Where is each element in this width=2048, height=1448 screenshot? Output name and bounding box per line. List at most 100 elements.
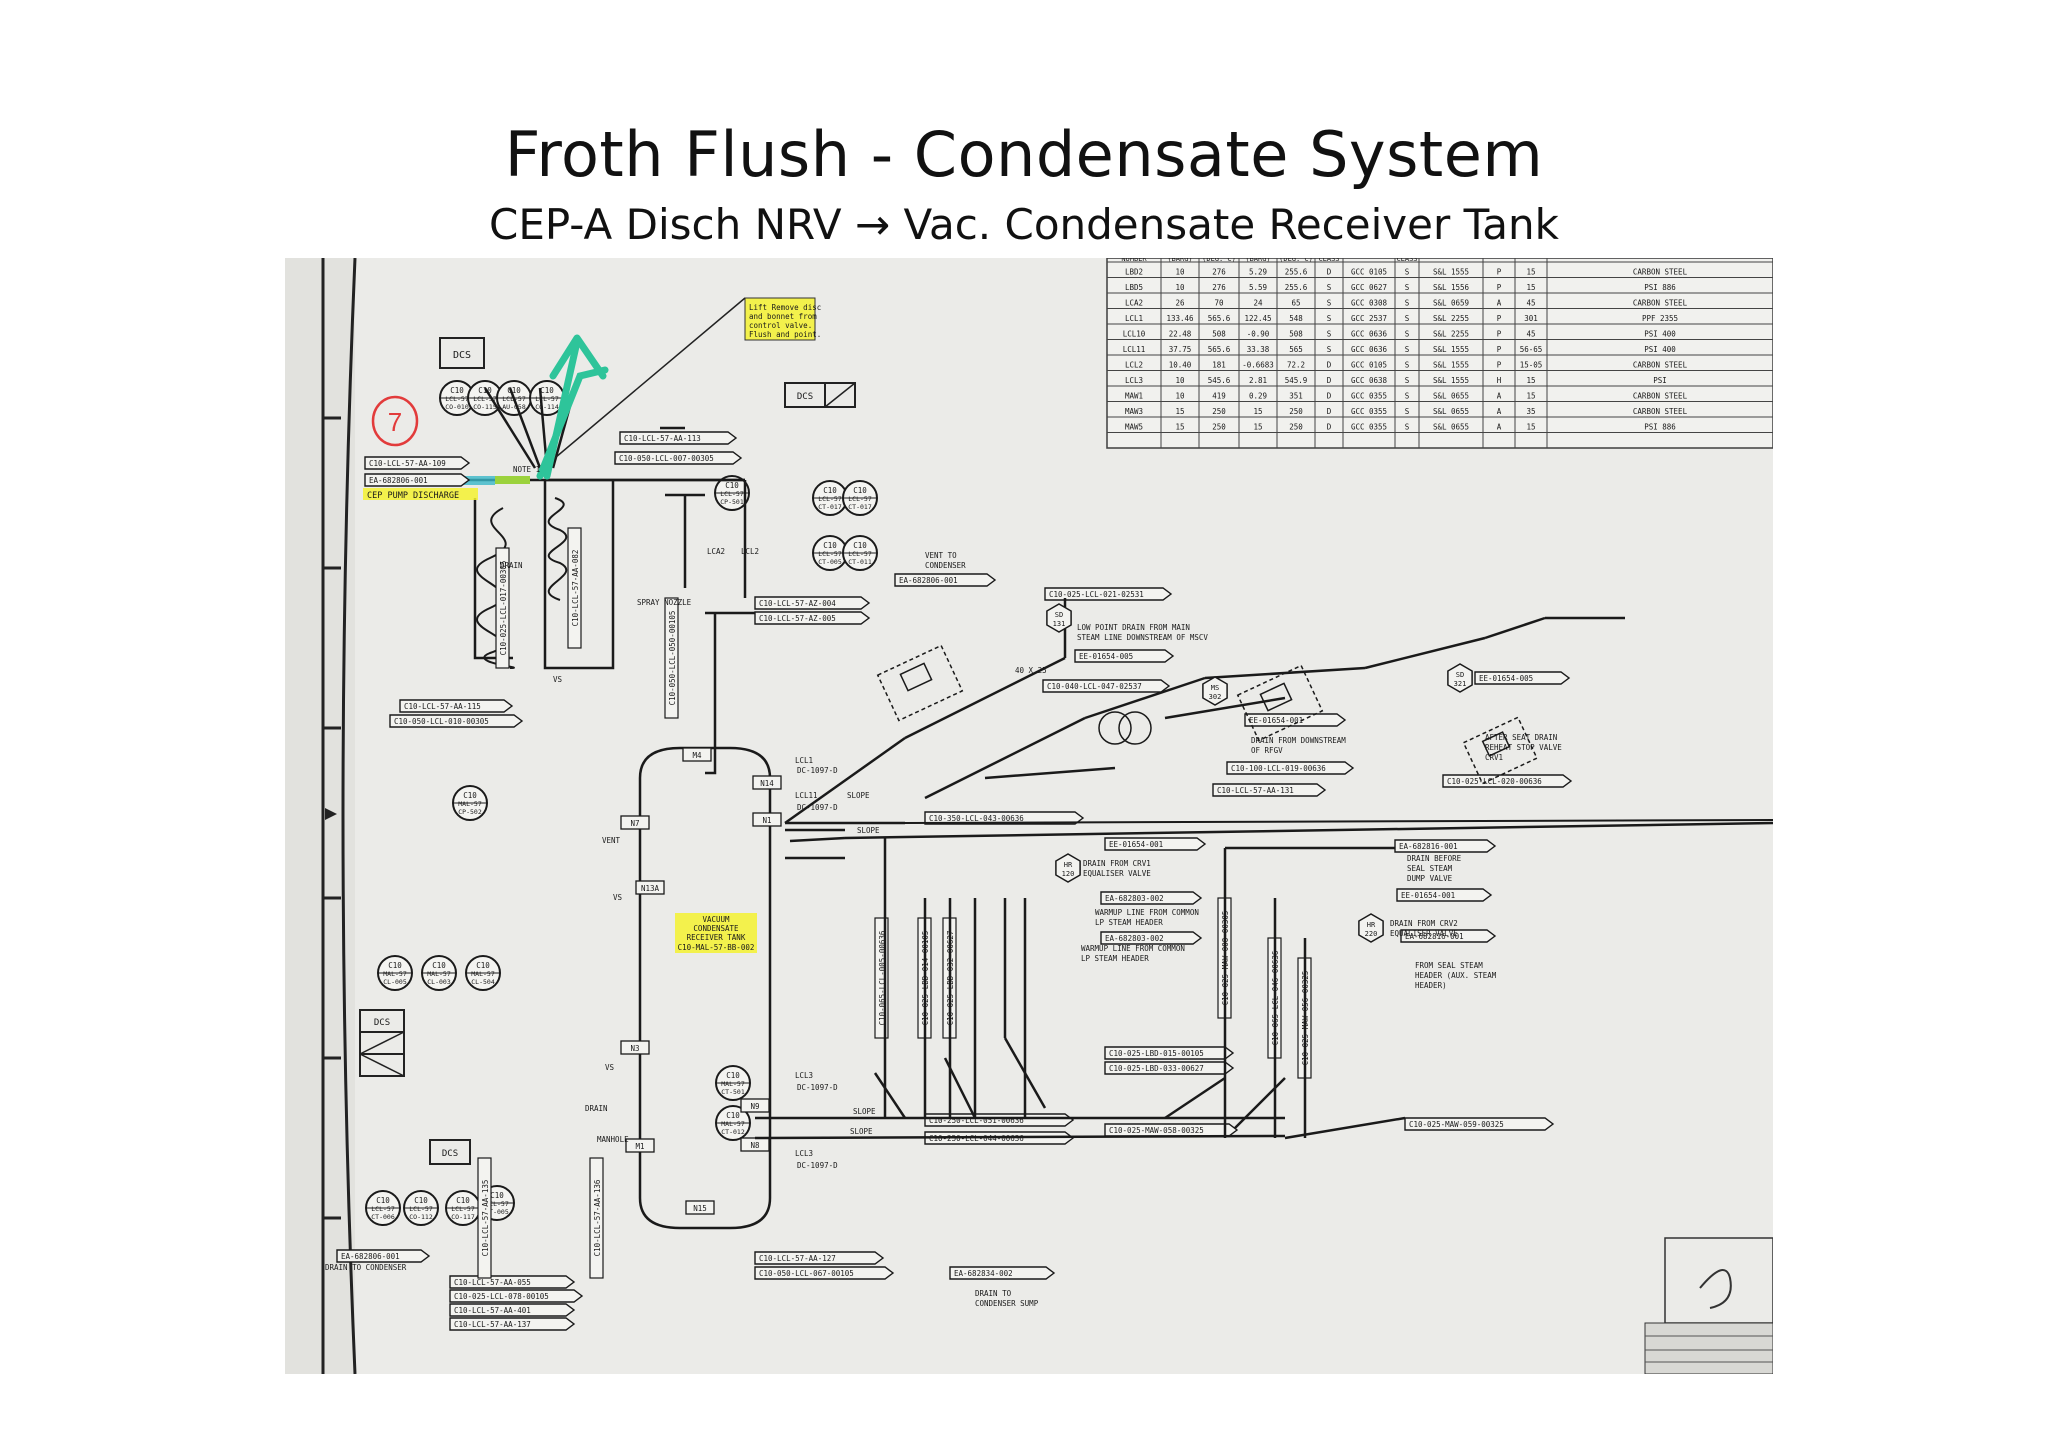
table-cell: P bbox=[1497, 330, 1502, 339]
line-tag: C10-LCL-57-AA-113 bbox=[619, 431, 738, 445]
table-cell: D bbox=[1327, 268, 1332, 277]
nozzle-tag: N8 bbox=[740, 1137, 770, 1152]
table-header-cell: NUMBER bbox=[1121, 258, 1147, 263]
svg-text:CT-006: CT-006 bbox=[371, 1213, 395, 1221]
table-cell: A bbox=[1497, 407, 1502, 416]
svg-text:LCL-57: LCL-57 bbox=[485, 1200, 509, 1208]
nozzle-tag: N14 bbox=[752, 775, 782, 790]
svg-text:LCL-57: LCL-57 bbox=[371, 1205, 395, 1213]
table-cell: 15 bbox=[1526, 268, 1535, 277]
line-tag: EA-682806-001 bbox=[336, 1249, 431, 1263]
table-cell: GCC 0355 bbox=[1351, 407, 1387, 416]
table-cell: 250 bbox=[1289, 407, 1303, 416]
line-tag: C10-LCL-57-AA-401 bbox=[449, 1303, 576, 1317]
table-cell: 301 bbox=[1524, 314, 1538, 323]
table-cell: S&L 0655 bbox=[1433, 407, 1469, 416]
svg-text:DCS: DCS bbox=[453, 350, 471, 361]
slide-subtitle: CEP-A Disch NRV → Vac. Condensate Receiv… bbox=[489, 200, 1559, 249]
svg-text:N9: N9 bbox=[750, 1102, 759, 1111]
svg-text:EE-01654-005: EE-01654-005 bbox=[1479, 674, 1533, 683]
svg-text:DRAIN TO CONDENSER: DRAIN TO CONDENSER bbox=[325, 1263, 407, 1272]
svg-text:CT-011: CT-011 bbox=[848, 558, 872, 566]
svg-text:CONDENSATE: CONDENSATE bbox=[693, 924, 739, 933]
diagram-label: DRAIN bbox=[585, 1104, 608, 1113]
svg-text:C10: C10 bbox=[490, 1191, 504, 1200]
svg-text:CO-117: CO-117 bbox=[451, 1213, 475, 1221]
table-cell: PSI 886 bbox=[1644, 283, 1676, 292]
nozzle-tag: N9 bbox=[740, 1098, 770, 1113]
table-cell: 45 bbox=[1526, 299, 1535, 308]
line-tag: C10-LCL-57-AZ-005 bbox=[754, 611, 871, 625]
svg-text:120: 120 bbox=[1062, 870, 1075, 878]
diagram-label: VS bbox=[613, 893, 623, 902]
table-cell: 0.29 bbox=[1249, 392, 1267, 401]
diagram-label: SPRAY NOZZLE bbox=[637, 598, 692, 607]
line-tag: C10-025-MAW-059-00325 bbox=[1404, 1117, 1555, 1131]
svg-text:LCL-57: LCL-57 bbox=[818, 495, 842, 503]
svg-text:VACUUM: VACUUM bbox=[702, 915, 730, 924]
svg-text:302: 302 bbox=[1209, 693, 1222, 701]
table-cell: D bbox=[1327, 376, 1332, 385]
diagram-label: DRAIN bbox=[500, 561, 523, 570]
svg-text:C10-LCL-57-AA-109: C10-LCL-57-AA-109 bbox=[369, 459, 446, 468]
svg-text:C10: C10 bbox=[388, 961, 402, 970]
svg-text:HR: HR bbox=[1367, 921, 1376, 929]
nozzle-tag: N1 bbox=[752, 812, 782, 827]
line-tag: C10-LCL-57-AA-109 bbox=[364, 456, 471, 470]
diagram-label: 40 X 25 bbox=[1015, 666, 1047, 675]
diagram-label: LCL3 bbox=[795, 1149, 813, 1158]
step-number-circle: 7 bbox=[371, 395, 419, 447]
svg-text:CT-012: CT-012 bbox=[721, 1128, 745, 1136]
svg-text:C10-025-LCL-078-00105: C10-025-LCL-078-00105 bbox=[454, 1292, 549, 1301]
table-cell: S bbox=[1327, 345, 1332, 354]
table-cell: 5.29 bbox=[1249, 268, 1267, 277]
line-tag: C10-LCL-57-AA-055 bbox=[449, 1275, 576, 1289]
diagram-label: VS bbox=[553, 675, 563, 684]
diagram-label: LCA2 bbox=[707, 547, 725, 556]
svg-text:EE-01654-001: EE-01654-001 bbox=[1249, 716, 1303, 725]
table-cell: P bbox=[1497, 345, 1502, 354]
svg-text:CO-115: CO-115 bbox=[473, 403, 497, 411]
diagram-label: SLOPE bbox=[850, 1127, 873, 1136]
svg-text:and bonnet from: and bonnet from bbox=[749, 312, 817, 321]
table-cell: PSI 400 bbox=[1644, 345, 1676, 354]
svg-text:N14: N14 bbox=[760, 779, 774, 788]
table-cell: P bbox=[1497, 314, 1502, 323]
diagram-label: DC-1097-D bbox=[797, 1161, 838, 1170]
frame-arrow-icon bbox=[325, 808, 337, 820]
table-cell: 35 bbox=[1526, 407, 1535, 416]
svg-text:C10-025-MAW-059-00325: C10-025-MAW-059-00325 bbox=[1409, 1120, 1504, 1129]
table-cell: 181 bbox=[1212, 361, 1226, 370]
svg-text:220: 220 bbox=[1365, 930, 1378, 938]
diagram-label: MANHOLE bbox=[597, 1135, 629, 1144]
svg-text:MAL-57: MAL-57 bbox=[383, 970, 407, 978]
svg-text:C10: C10 bbox=[853, 486, 867, 495]
svg-text:7: 7 bbox=[388, 407, 402, 437]
vertical-line-tag: C10-LCL-57-AA-082 bbox=[567, 527, 582, 649]
svg-text:LCL-57: LCL-57 bbox=[473, 395, 497, 403]
table-cell: A bbox=[1497, 392, 1502, 401]
table-cell: CARBON STEEL bbox=[1633, 361, 1688, 370]
table-cell: S bbox=[1405, 314, 1410, 323]
svg-text:M1: M1 bbox=[635, 1142, 644, 1151]
table-cell: S&L 0655 bbox=[1433, 392, 1469, 401]
table-cell: GCC 0636 bbox=[1351, 345, 1388, 354]
svg-text:C10-025-LBD-033-00627: C10-025-LBD-033-00627 bbox=[1109, 1064, 1204, 1073]
table-cell: 10 bbox=[1175, 392, 1185, 401]
svg-text:Lift Remove disc: Lift Remove disc bbox=[749, 303, 821, 312]
table-cell: D bbox=[1327, 392, 1332, 401]
table-cell: S bbox=[1327, 283, 1332, 292]
table-header-cell: CLASS bbox=[1396, 258, 1417, 263]
table-header-cell: (DEG. C) bbox=[1279, 258, 1313, 263]
